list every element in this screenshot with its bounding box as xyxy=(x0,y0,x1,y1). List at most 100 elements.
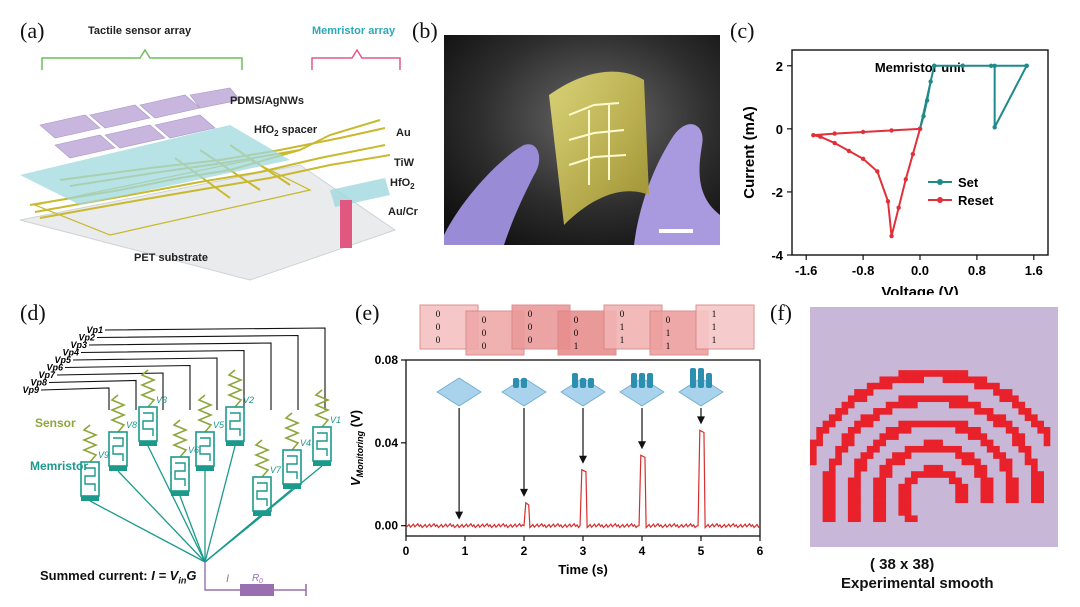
legend-marker-set xyxy=(937,179,943,185)
arrow-head-icon xyxy=(579,455,587,464)
bit-value: 0 xyxy=(574,328,579,338)
y-tick-label: 0.08 xyxy=(375,353,399,367)
active-pixel xyxy=(860,420,868,428)
active-pixel xyxy=(828,471,836,478)
active-pixel xyxy=(961,427,969,434)
summing-wire xyxy=(179,495,206,563)
active-pixel xyxy=(885,464,893,472)
active-pixel xyxy=(835,445,842,453)
v-label: V7 xyxy=(270,465,282,475)
active-pixel xyxy=(904,401,912,409)
active-pixel xyxy=(873,496,880,504)
active-pixel xyxy=(955,483,962,491)
active-pixel xyxy=(1005,420,1013,428)
active-pixel xyxy=(892,458,899,466)
active-pixel xyxy=(1012,477,1019,485)
sensor-resistor xyxy=(196,394,214,433)
active-pixel xyxy=(1043,439,1051,447)
v-label: V3 xyxy=(156,395,167,405)
active-pixel xyxy=(841,408,849,415)
active-pixel xyxy=(980,376,988,384)
active-pixel xyxy=(866,420,874,428)
active-pixel xyxy=(974,401,981,409)
y-axis-label: VMonitoring (V) xyxy=(348,410,365,486)
active-pixel xyxy=(993,452,1000,459)
resistor-subscript: 0 xyxy=(259,578,263,585)
active-pixel xyxy=(930,395,937,403)
active-pixel xyxy=(885,427,893,434)
active-pixel xyxy=(873,509,880,516)
active-pixel xyxy=(917,395,924,403)
active-pixel xyxy=(1012,483,1019,491)
pressure-pillar-icon xyxy=(690,368,696,378)
active-pixel xyxy=(847,496,855,504)
tactile-bracket xyxy=(41,48,243,70)
x-tick-label: 5 xyxy=(698,544,705,558)
data-point-set xyxy=(924,98,930,103)
data-point-reset xyxy=(885,199,891,204)
active-pixel xyxy=(986,445,994,453)
active-pixel xyxy=(999,464,1007,472)
x-tick-label: 6 xyxy=(757,544,764,558)
active-pixel xyxy=(911,515,918,523)
active-pixel xyxy=(980,382,988,390)
x-tick-label: 1.6 xyxy=(1025,263,1043,278)
fingerprint-map xyxy=(810,307,1058,547)
memristor-terminal xyxy=(313,461,331,466)
active-pixel xyxy=(873,445,880,453)
active-pixel xyxy=(936,471,943,478)
active-pixel xyxy=(1005,496,1013,504)
memristor-element xyxy=(108,431,128,467)
pressure-pillar-icon xyxy=(639,373,645,383)
active-pixel xyxy=(1012,395,1019,403)
sensor-resistor xyxy=(253,439,271,478)
active-pixel xyxy=(1005,389,1013,396)
active-pixel xyxy=(936,439,943,447)
x-tick-label: 4 xyxy=(639,544,646,558)
bit-value: 1 xyxy=(712,309,717,319)
active-pixel xyxy=(986,382,994,390)
pressure-pillar-icon xyxy=(706,373,712,383)
memristor-pillar xyxy=(340,200,352,248)
active-pixel xyxy=(854,458,861,466)
data-point-set xyxy=(932,63,937,68)
active-pixel xyxy=(892,376,899,384)
active-pixel xyxy=(841,445,849,453)
active-pixel xyxy=(923,439,931,447)
active-pixel xyxy=(974,471,981,478)
active-pixel xyxy=(911,477,918,485)
active-pixel xyxy=(841,433,849,440)
legend-marker-reset xyxy=(937,197,943,203)
active-pixel xyxy=(866,452,874,459)
active-pixel xyxy=(873,439,880,447)
active-pixel xyxy=(955,401,962,409)
active-pixel xyxy=(1031,464,1038,472)
active-pixel xyxy=(961,483,969,491)
pressure-pillar-icon xyxy=(647,373,653,383)
crossbar-circuit: Vp1Vp2Vp3Vp4Vp5Vp6Vp7Vp8Vp9V9V8V3V6V5V2V… xyxy=(22,325,341,596)
data-point-reset xyxy=(896,205,901,210)
data-point-reset xyxy=(889,128,894,133)
active-pixel xyxy=(854,471,861,478)
tactile-array-label: Tactile sensor array xyxy=(88,25,192,37)
active-pixel xyxy=(879,496,887,504)
active-pixel xyxy=(1018,433,1026,440)
active-pixel xyxy=(854,427,861,434)
vp-line xyxy=(64,364,191,410)
active-pixel xyxy=(999,414,1007,421)
active-pixel xyxy=(860,452,868,459)
active-pixel xyxy=(955,376,962,384)
active-pixel xyxy=(904,370,912,377)
active-pixel xyxy=(885,382,893,390)
load-resistor xyxy=(240,584,274,596)
active-pixel xyxy=(810,452,817,459)
active-pixel xyxy=(1031,483,1038,491)
x-tick-label: 3 xyxy=(580,544,587,558)
active-pixel xyxy=(1005,477,1013,485)
active-pixel xyxy=(967,433,975,440)
active-pixel xyxy=(892,433,899,440)
active-pixel xyxy=(847,509,855,516)
active-pixel xyxy=(948,395,956,403)
active-pixel xyxy=(847,477,855,485)
y-tick-label: -4 xyxy=(771,248,783,263)
